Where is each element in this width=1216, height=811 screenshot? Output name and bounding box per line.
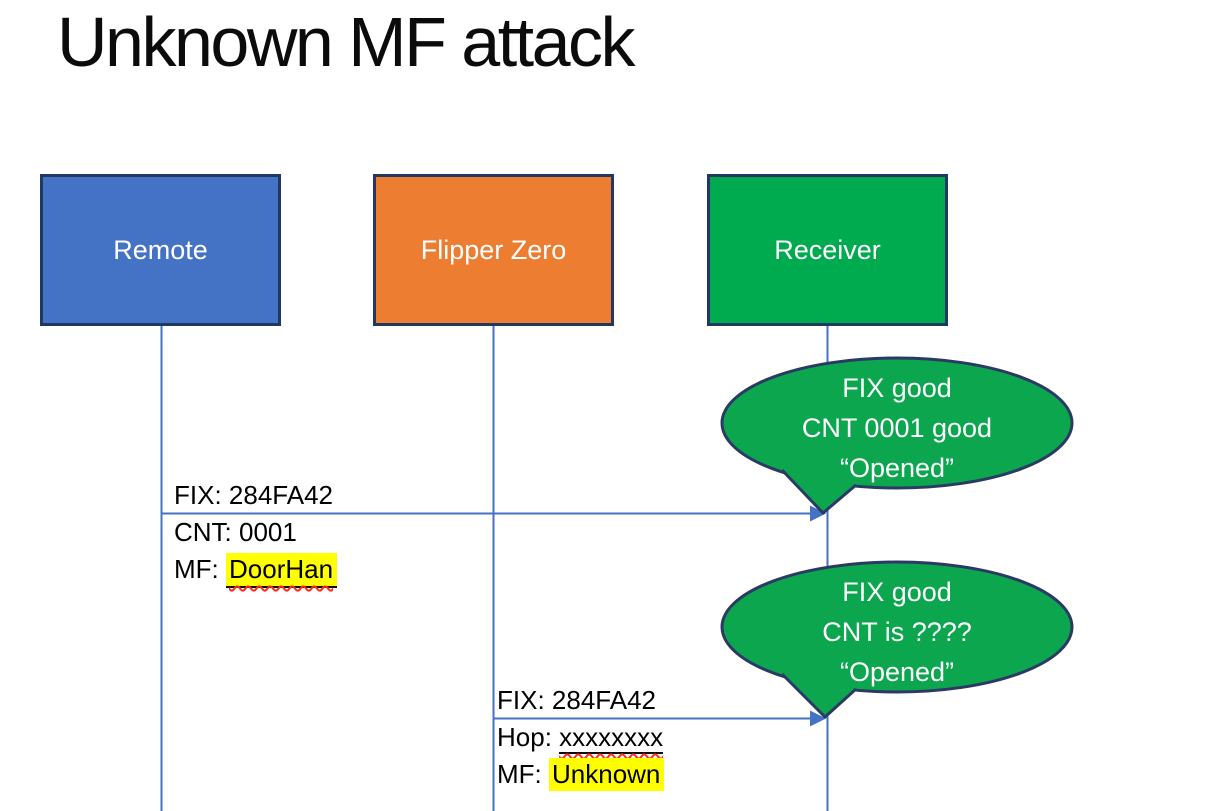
callout-1-line-1: FIX good	[842, 373, 952, 403]
slide-title: Unknown MF attack	[57, 3, 636, 81]
callout-bubble-1	[720, 356, 1074, 515]
spellcheck-squiggle: DoorHan	[226, 553, 338, 588]
message-2-labels: FIX: 284FA42 Hop: xxxxxxxx MF: Unknown	[497, 682, 665, 793]
callout-2-line-2: CNT is ????	[822, 617, 972, 647]
spellcheck-squiggle: xxxxxxxx	[559, 722, 664, 754]
message-1-labels: FIX: 284FA42 CNT: 0001 MF: DoorHan	[174, 477, 338, 588]
message-arrow-1-arrowhead-icon	[810, 505, 826, 522]
message-2-line-mf: MF: Unknown	[497, 756, 665, 793]
underlined-value-hop: xxxxxxxx	[559, 722, 664, 754]
callout-1-text: FIX good CNT 0001 good “Opened”	[722, 368, 1072, 488]
highlighted-value-doorhan: DoorHan	[226, 553, 338, 588]
message-1-line-cnt: CNT: 0001	[174, 517, 297, 547]
actor-box-remote: Remote	[40, 174, 281, 326]
callout-bubble-2	[720, 560, 1074, 719]
actor-box-flipper-zero: Flipper Zero	[373, 174, 614, 326]
actor-box-receiver: Receiver	[707, 174, 948, 326]
message-arrow-2-arrowhead-icon	[810, 710, 826, 727]
message-2-line-hop: Hop: xxxxxxxx	[497, 722, 664, 754]
callout-1-line-2: CNT 0001 good	[801, 413, 993, 443]
highlighted-value-unknown: Unknown	[549, 758, 665, 791]
callout-2-line-3: “Opened”	[839, 657, 955, 687]
message-1-line-fix: FIX: 284FA42	[174, 480, 333, 510]
callout-1-line-3: “Opened”	[839, 453, 955, 483]
callout-2-text: FIX good CNT is ???? “Opened”	[722, 572, 1072, 692]
callout-bubble-1-tail	[780, 468, 857, 515]
callout-bubble-2-tail	[780, 672, 858, 719]
callout-bubble-1-ellipse	[720, 356, 1074, 490]
message-1-line-mf: MF: DoorHan	[174, 551, 338, 588]
actor-label-flipper-zero: Flipper Zero	[420, 234, 567, 265]
actor-label-receiver: Receiver	[774, 234, 881, 265]
callout-bubble-2-ellipse	[720, 560, 1074, 694]
actor-label-remote: Remote	[113, 234, 208, 265]
callout-2-line-1: FIX good	[842, 577, 952, 607]
message-2-line-fix: FIX: 284FA42	[497, 685, 656, 715]
